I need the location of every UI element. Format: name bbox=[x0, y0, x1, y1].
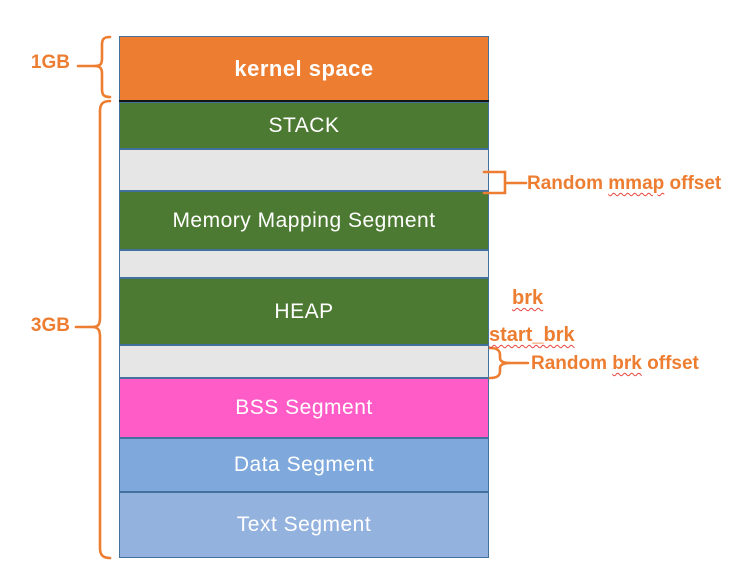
block-text-segment: Text Segment bbox=[119, 492, 489, 558]
brk-offset-brace bbox=[488, 346, 511, 380]
random-mmap-offset-label-part1: Random bbox=[527, 173, 609, 194]
random-mmap-offset-label: Random mmap offset bbox=[527, 173, 721, 195]
random-mmap-offset-label-part3: offset bbox=[664, 173, 722, 194]
random-brk-offset-label-brk: brk bbox=[612, 353, 642, 374]
block-stack: STACK bbox=[119, 102, 489, 149]
block-memory-mapping-segment: Memory Mapping Segment bbox=[119, 191, 489, 250]
mmap-offset-bracket bbox=[482, 170, 528, 195]
block-random-mmap-offset-gap bbox=[119, 149, 489, 191]
kernel-size-brace bbox=[93, 35, 112, 99]
random-brk-offset-label: Random brk offset bbox=[531, 353, 699, 375]
block-heap: HEAP bbox=[119, 278, 489, 345]
user-size-brace bbox=[91, 99, 112, 560]
random-brk-offset-label-part1: Random bbox=[531, 353, 613, 374]
block-random-brk-offset-gap bbox=[119, 345, 489, 378]
kernel-user-divider-line bbox=[119, 100, 489, 102]
block-kernel-space: kernel space bbox=[119, 36, 489, 100]
random-mmap-offset-label-mmap: mmap bbox=[608, 173, 665, 194]
brk-pointer-label: brk bbox=[512, 287, 544, 309]
block-gap-below-mms bbox=[119, 250, 489, 278]
user-size-label: 3GB bbox=[30, 315, 70, 336]
block-bss-segment: BSS Segment bbox=[119, 378, 489, 438]
kernel-size-label: 1GB bbox=[30, 52, 70, 73]
random-brk-offset-label-part3: offset bbox=[641, 353, 699, 374]
start-brk-pointer-label: start_brk bbox=[489, 324, 575, 346]
block-data-segment: Data Segment bbox=[119, 438, 489, 492]
